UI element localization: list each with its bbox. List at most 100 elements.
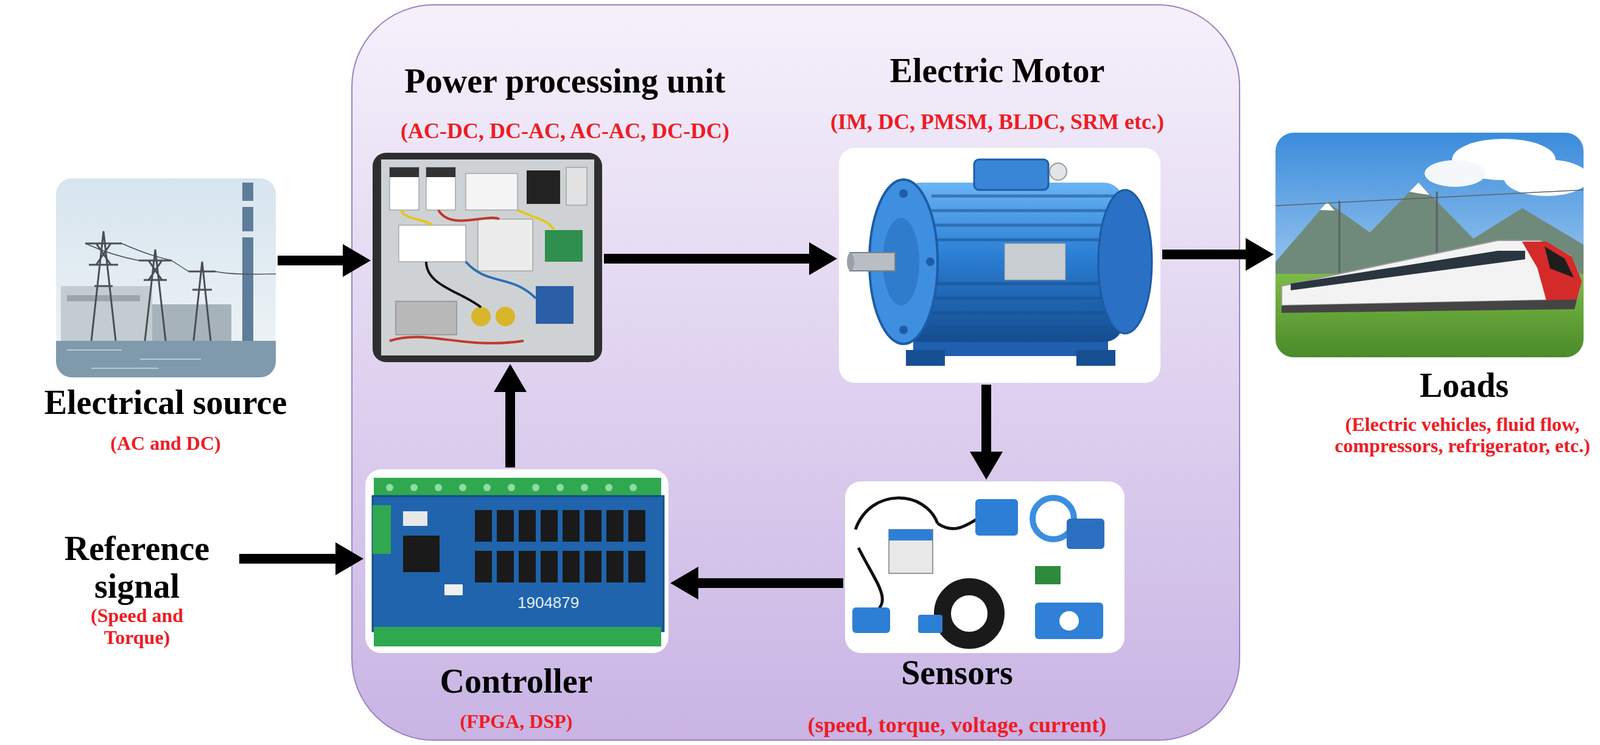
controller-board-picture-part-part	[556, 484, 564, 492]
controller-board-picture-part-part	[562, 550, 580, 583]
train-picture-part	[1281, 299, 1577, 313]
motor-picture-part-part	[931, 311, 1118, 315]
motor-picture-part-part	[931, 297, 1118, 301]
power-station-picture-part-part	[91, 367, 159, 369]
train-picture-part	[1522, 241, 1582, 301]
power-station-picture-part	[85, 231, 276, 341]
node-title: Power processing unit	[351, 62, 779, 101]
controller-board-picture-part-part	[434, 484, 443, 492]
sensors-picture	[845, 481, 1125, 654]
power-station-picture-part	[60, 286, 153, 344]
power-station-picture-part-part	[85, 231, 122, 341]
motor-picture-part	[1004, 243, 1066, 281]
sensors-picture-part	[1059, 611, 1079, 631]
flow-arrow	[277, 244, 371, 278]
motor-picture-part-part	[931, 238, 1118, 242]
converter-cabinet-picture-part-part	[426, 261, 481, 308]
sensors-picture-part	[855, 498, 981, 615]
converter-cabinet-picture-part	[389, 167, 419, 178]
motor-picture-part-part	[931, 326, 1118, 330]
converter-cabinet-picture-part	[426, 167, 456, 211]
controller-board-picture-part	[373, 627, 662, 647]
sensors-picture-part	[1035, 566, 1061, 585]
node-subtitle: (AC-DC, DC-AC, AC-AC, DC-DC)	[357, 119, 772, 144]
flow-arrow	[493, 364, 527, 468]
node-subtitle: (speed, torque, voltage, current)	[762, 713, 1152, 738]
converter-cabinet-picture-part	[395, 301, 457, 335]
sensors-picture-part	[888, 529, 933, 541]
node-title: Sensors	[859, 654, 1055, 693]
power-station-picture-part-part	[66, 349, 122, 351]
converter-cabinet-picture-part	[471, 306, 491, 327]
motor-picture	[838, 147, 1161, 383]
arrow-shaft	[981, 384, 992, 453]
controller-board-picture-part	[372, 505, 391, 555]
controller-board-picture-part-part	[628, 550, 646, 583]
converter-cabinet-picture-part-part	[517, 210, 555, 231]
train-picture-part	[1409, 182, 1430, 195]
converter-cabinet-picture-part	[544, 230, 583, 262]
controller-board-picture-part	[365, 469, 669, 654]
arrow-shaft	[505, 390, 516, 468]
image-box: Sensors(speed, torque, voltage, current)	[845, 481, 1125, 654]
motor-picture-part	[846, 252, 855, 271]
controller-board-picture-part-part	[605, 484, 613, 492]
sensors-picture-part-part	[858, 547, 883, 615]
sensors-picture-part	[852, 607, 891, 634]
train-picture-part-part	[1275, 189, 1584, 206]
power-station-picture-part	[66, 350, 201, 369]
controller-board-picture-part-part	[496, 510, 514, 542]
arrow-shaft	[239, 554, 337, 564]
controller-board-picture-part-part	[518, 550, 536, 583]
image-box: Loads(Electric vehicles, fluid flow, com…	[1275, 132, 1584, 358]
controller-board-picture-part-part	[629, 484, 637, 492]
sensors-picture-part	[1035, 602, 1104, 640]
controller-board-picture-part	[385, 484, 637, 492]
motor-picture-part-part	[931, 282, 1118, 286]
watermark-text: 1904879	[517, 593, 579, 613]
converter-cabinet-picture-part	[465, 173, 518, 211]
controller-board-picture-part-part	[540, 510, 558, 542]
power-station-picture-part	[66, 295, 141, 302]
controller-board-picture-part	[403, 511, 428, 527]
converter-cabinet-picture-part	[566, 167, 587, 206]
flow-arrow	[969, 384, 1003, 480]
sensors-picture-part	[942, 586, 997, 641]
motor-picture-part-part	[931, 224, 1118, 228]
controller-board-picture-part	[444, 584, 463, 596]
arrow-head	[670, 566, 699, 600]
controller-board-picture-part-part	[584, 510, 602, 542]
train-picture-part	[1424, 160, 1486, 187]
power-station-picture	[56, 178, 276, 378]
controller-board-picture-part-part	[628, 510, 646, 542]
converter-cabinet-picture-part-part	[465, 261, 536, 299]
controller-board-picture	[365, 469, 669, 654]
node-subtitle: (FPGA, DSP)	[424, 711, 608, 733]
controller-board-picture-part-part	[540, 550, 558, 583]
arrow-head	[493, 364, 527, 393]
controller-board-picture-part-part	[606, 550, 624, 583]
controller-board-picture-part-part	[403, 535, 440, 573]
power-station-picture-part	[242, 231, 254, 238]
sensors-picture-part-part	[937, 517, 981, 530]
converter-cabinet-picture	[372, 152, 603, 363]
train-picture	[1275, 132, 1584, 358]
controller-board-picture-part-part	[562, 510, 580, 542]
controller-board-picture-part	[373, 477, 662, 498]
controller-board-picture-part-part	[459, 484, 467, 492]
controller-board-picture-part-part	[385, 484, 394, 492]
motor-picture-part	[1098, 189, 1152, 334]
image-box: Electric Motor(IM, DC, PMSM, BLDC, SRM e…	[838, 147, 1161, 383]
controller-board-picture-part-part	[483, 484, 491, 492]
motor-picture-part	[899, 189, 908, 198]
converter-cabinet-picture-part	[535, 286, 574, 324]
image-box: Electrical source(AC and DC)	[56, 178, 276, 378]
arrow-shaft	[697, 578, 844, 589]
sensors-picture-part	[888, 529, 933, 574]
node-subtitle: (IM, DC, PMSM, BLDC, SRM etc.)	[784, 110, 1211, 135]
sensors-picture-part	[845, 481, 1125, 654]
motor-picture-part	[931, 196, 1118, 328]
node-title: Loads	[1372, 367, 1556, 405]
controller-board-picture-part-part	[606, 510, 624, 542]
node-subtitle: (Speed and Torque)	[66, 605, 208, 648]
